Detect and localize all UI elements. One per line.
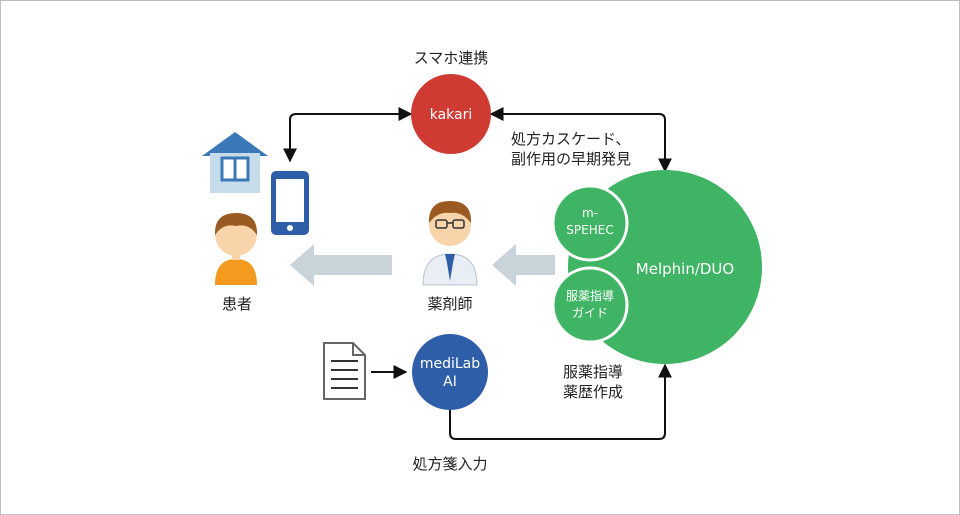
melphin-to-pharmacist-arrow (492, 244, 555, 286)
mspehec-label-line2: SPEHEC (566, 223, 613, 237)
mspehec-label-line1: m- (582, 206, 598, 220)
medilab-label-line1: mediLab (420, 356, 480, 372)
counsel-annotation-line2: 薬歴作成 (563, 383, 623, 401)
medilab-circle (412, 334, 488, 410)
medilab-bottom-label: 処方箋入力 (412, 455, 487, 473)
counsel-annotation-line1: 服薬指導 (563, 363, 623, 381)
document-icon (323, 342, 366, 400)
kakari-to-phone-connector (283, 107, 413, 163)
guide-label-line1: 服薬指導 (566, 288, 614, 303)
cascade-annotation-line2: 副作用の早期発見 (511, 150, 631, 168)
kakari-to-melphin-connector (489, 107, 672, 173)
pharmacist-label: 薬剤師 (427, 295, 472, 313)
medilab-label-line2: AI (443, 374, 457, 390)
kakari-label: kakari (430, 107, 473, 123)
patient-label: 患者 (222, 295, 252, 313)
cascade-annotation-line1: 処方カスケード、 (511, 130, 630, 148)
house-icon (202, 132, 268, 193)
kakari-circle (411, 74, 491, 154)
pharmacist-to-patient-arrow (290, 244, 392, 286)
medilab-to-melphin-connector (449, 363, 672, 440)
smartphone-icon (271, 171, 309, 235)
melphin-duo-label: Melphin/DUO (636, 260, 734, 278)
mspehec-circle (551, 184, 629, 262)
guide-label-line2: ガイド (572, 306, 608, 320)
patient-icon (214, 213, 258, 285)
kakari-top-label: スマホ連携 (414, 49, 489, 67)
pharmacist-icon (422, 201, 478, 286)
guide-circle (551, 266, 629, 344)
